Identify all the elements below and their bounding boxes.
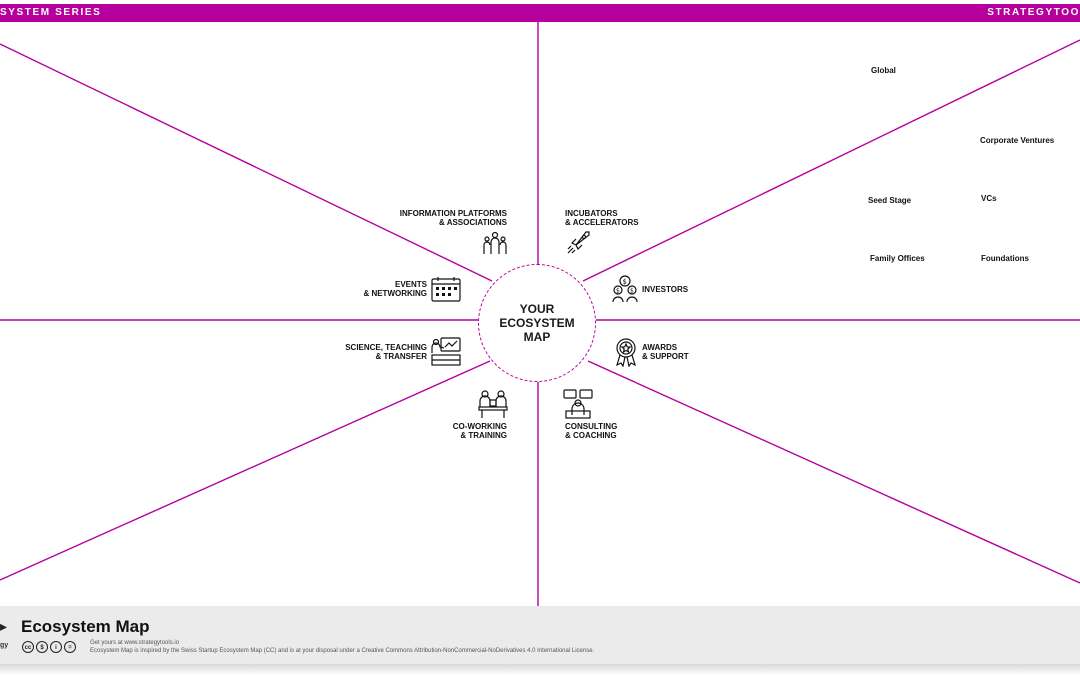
coworking-people-icon xyxy=(478,390,508,418)
header-bar: SYSTEM SERIES STRATEGYTOO xyxy=(0,4,1080,22)
investor-type-corporate-ventures: Corporate Ventures xyxy=(980,136,1055,145)
label-investors: INVESTORS xyxy=(642,285,689,294)
series-title: SYSTEM SERIES xyxy=(0,7,102,18)
label-incubators: INCUBATORS & ACCELERATORS xyxy=(565,209,639,227)
line-top-right xyxy=(582,39,1080,282)
cc-icon: cc xyxy=(22,641,34,653)
attribution-icon: i xyxy=(50,641,62,653)
footer-title: Ecosystem Map xyxy=(21,617,150,636)
cc-license-icons: cc $ i = xyxy=(22,641,76,653)
noderivatives-icon: = xyxy=(64,641,76,653)
presentation-icon xyxy=(431,337,461,366)
line-bottom-left xyxy=(0,360,491,581)
label-awards: AWARDS & SUPPORT xyxy=(642,343,689,361)
label-information-platforms: INFORMATION PLATFORMS & ASSOCIATIONS xyxy=(399,209,507,227)
investor-type-global: Global xyxy=(871,66,896,75)
line-bottom-right xyxy=(587,360,1080,584)
people-group-icon xyxy=(483,231,507,254)
center-circle: YOUR ECOSYSTEM MAP xyxy=(478,264,596,382)
calendar-icon xyxy=(431,277,461,302)
investors-money-icon: $ $ $ xyxy=(612,275,638,303)
investor-type-seed-stage: Seed Stage xyxy=(868,196,912,205)
investor-type-vcs: VCs xyxy=(981,194,997,203)
svg-text:$: $ xyxy=(630,288,634,295)
center-label: YOUR ECOSYSTEM MAP xyxy=(499,302,575,344)
bottom-shadow xyxy=(0,664,1080,675)
logo-text: gy xyxy=(0,642,9,649)
footer-credit: Get yours at www.strategytools.io Ecosys… xyxy=(90,639,594,655)
svg-text:$: $ xyxy=(623,278,627,286)
rocket-icon xyxy=(567,231,590,254)
get-yours-link[interactable]: Get yours at www.strategytools.io xyxy=(90,640,180,646)
label-events: EVENTS & NETWORKING xyxy=(363,280,427,298)
brand-name: STRATEGYTOO xyxy=(987,7,1080,18)
award-ribbon-icon xyxy=(616,338,636,367)
noncommercial-icon: $ xyxy=(36,641,48,653)
label-consulting: CONSULTING & COACHING xyxy=(565,422,618,440)
ecosystem-lines xyxy=(0,22,1080,606)
license-text: Ecosystem Map is inspired by the Swiss S… xyxy=(90,648,595,654)
svg-text:$: $ xyxy=(616,288,620,295)
line-top-left xyxy=(0,43,493,282)
footer: ▸ gy Ecosystem Map cc $ i = Get yours at… xyxy=(0,606,1080,664)
investor-type-foundations: Foundations xyxy=(981,254,1029,263)
investor-type-family-offices: Family Offices xyxy=(870,254,925,263)
label-coworking: CO-WORKING & TRAINING xyxy=(452,422,507,440)
consulting-icon xyxy=(563,389,593,419)
logo-arrow-icon: ▸ xyxy=(0,618,8,634)
label-science: SCIENCE, TEACHING & TRANSFER xyxy=(345,343,427,361)
